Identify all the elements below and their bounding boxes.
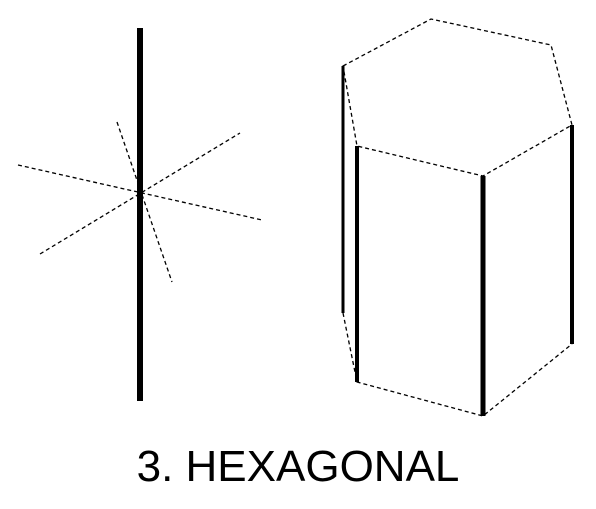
a2-axis-line (39, 132, 241, 255)
crystal-axes (17, 28, 263, 401)
diagram-caption: 3. HEXAGONAL (136, 442, 460, 491)
a3-axis-line (116, 121, 173, 283)
prism-bottom-edges (342, 312, 573, 417)
hexagonal-prism (341, 18, 574, 417)
prism-top-face (342, 18, 573, 177)
